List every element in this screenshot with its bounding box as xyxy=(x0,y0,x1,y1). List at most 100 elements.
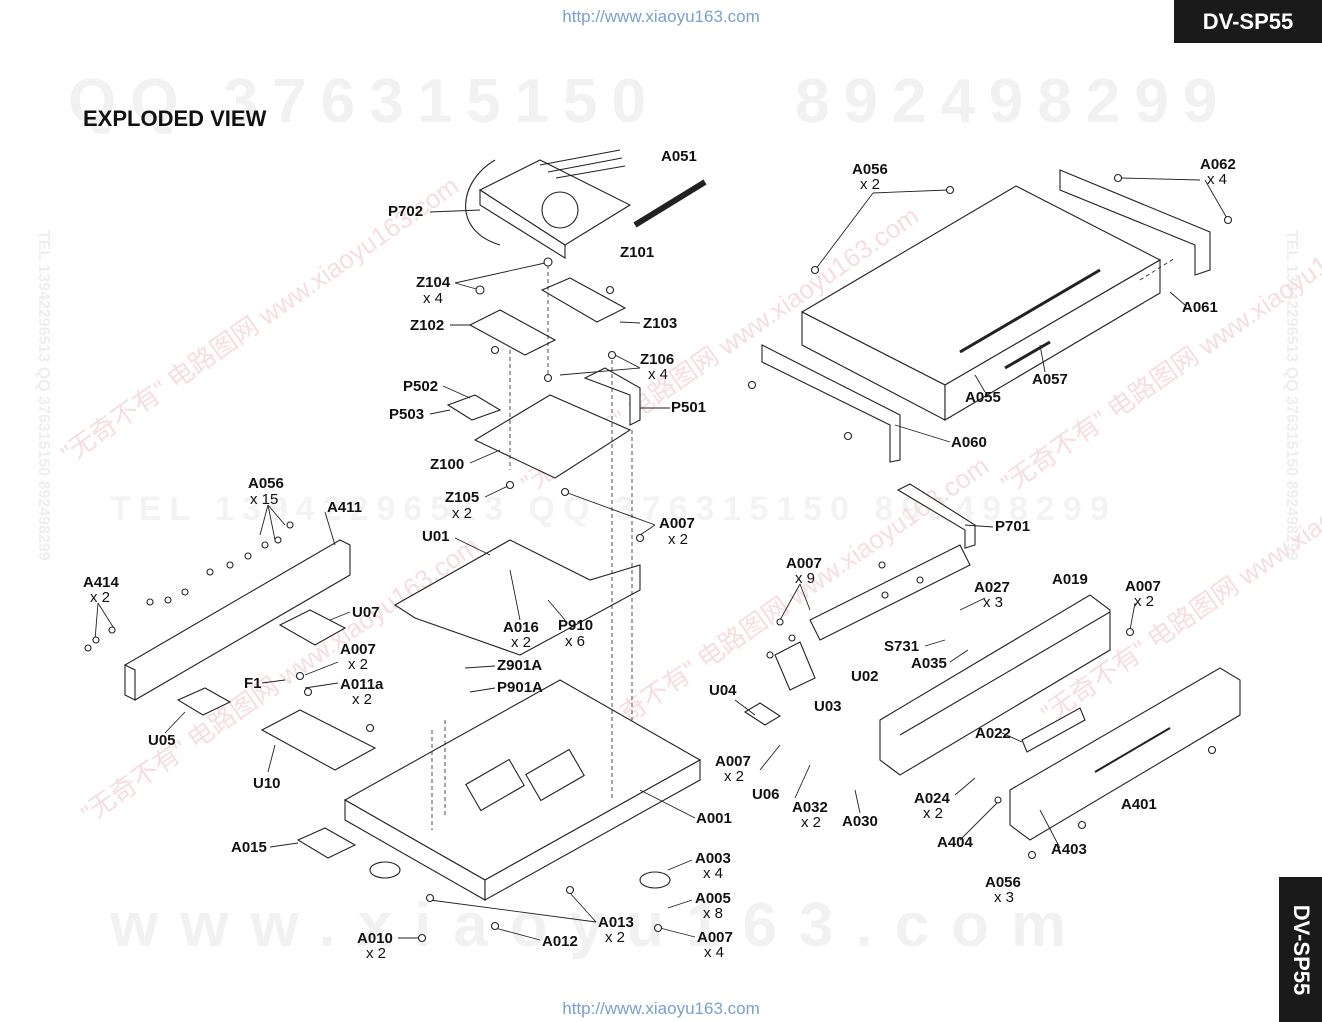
part-label-f1: F1 xyxy=(244,675,262,692)
sheet-a015 xyxy=(296,827,357,859)
part-label-a061: A061 xyxy=(1182,299,1218,316)
source-url-top[interactable]: http://www.xiaoyu163.com xyxy=(562,7,760,26)
flex-p701 xyxy=(896,483,976,549)
part-qty-p910: x 6 xyxy=(565,633,586,650)
traverse-mechanism-z101 xyxy=(478,149,632,259)
part-label-u07: U07 xyxy=(352,604,380,621)
part-label-z100: Z100 xyxy=(430,456,465,473)
part-qty-a007: x 2 xyxy=(348,656,369,673)
part-label-a012: A012 xyxy=(542,933,578,950)
model-tab-top: DV-SP55 xyxy=(1174,0,1322,43)
part-label-a051: A051 xyxy=(661,148,697,165)
part-label-a411: A411 xyxy=(327,499,363,516)
part-label-a401: A401 xyxy=(1121,796,1157,813)
side-bracket-a060 xyxy=(761,344,901,463)
part-qty-a027: x 3 xyxy=(983,594,1004,611)
part-qty-a056: x 2 xyxy=(860,176,881,193)
part-label-a403: A403 xyxy=(1051,841,1087,858)
part-label-a003: A003 xyxy=(695,850,731,867)
watermark-qq-b: 892498299 xyxy=(795,67,1232,136)
front-frame-a019 xyxy=(879,594,1111,776)
bracket-z102 xyxy=(468,309,557,356)
part-label-z102: Z102 xyxy=(410,317,445,334)
part-label-p701: P701 xyxy=(995,518,1031,535)
part-qty-z104: x 4 xyxy=(423,290,444,307)
part-qty-a013: x 2 xyxy=(605,929,626,946)
board-u07 xyxy=(278,609,347,646)
bracket-z103 xyxy=(540,277,627,323)
part-label-u10: U10 xyxy=(253,775,281,792)
part-label-a056: A056 xyxy=(248,475,284,492)
part-label-z901a: Z901A xyxy=(497,657,543,674)
model-tab-side: DV-SP55 xyxy=(1279,877,1322,1022)
top-cover-a055 xyxy=(800,185,1162,421)
part-label-p503: P503 xyxy=(389,406,425,423)
bottom-chassis-a001 xyxy=(343,679,702,901)
part-qty-a010: x 2 xyxy=(366,945,387,962)
part-label-u03: U03 xyxy=(814,698,842,715)
board-u05 xyxy=(176,687,232,716)
window-a022 xyxy=(1021,707,1086,753)
part-label-u04: U04 xyxy=(709,682,737,699)
part-qty-a007: x 2 xyxy=(668,531,689,548)
part-label-p901a: P901A xyxy=(497,679,543,696)
part-qty-a414: x 2 xyxy=(90,589,111,606)
part-qty-a005: x 8 xyxy=(703,905,724,922)
part-label-u02: U02 xyxy=(851,668,879,685)
part-label-u01: U01 xyxy=(422,528,450,545)
page-title: EXPLODED VIEW xyxy=(83,106,267,131)
part-label-s731: S731 xyxy=(884,638,920,655)
part-label-a007: A007 xyxy=(340,641,376,658)
part-qty-a007: x 2 xyxy=(724,768,745,785)
board-u10 xyxy=(260,709,377,771)
part-label-a056: A056 xyxy=(852,161,888,178)
part-label-a013: A013 xyxy=(598,914,634,931)
part-label-a005: A005 xyxy=(695,890,731,907)
board-u02 xyxy=(809,544,971,641)
part-label-a007: A007 xyxy=(659,515,695,532)
part-label-z105: Z105 xyxy=(445,489,480,506)
part-label-a035: A035 xyxy=(911,655,947,672)
part-label-a007: A007 xyxy=(697,929,733,946)
foot-a003-right xyxy=(639,871,671,889)
part-label-a011a: A011a xyxy=(340,676,384,693)
source-url-bottom[interactable]: http://www.xiaoyu163.com xyxy=(562,999,760,1018)
foot-a010-left xyxy=(369,861,401,879)
part-label-a027: A027 xyxy=(974,579,1010,596)
part-qty-a003: x 4 xyxy=(703,865,724,882)
part-label-a062: A062 xyxy=(1200,156,1236,173)
part-label-a022: A022 xyxy=(975,725,1011,742)
part-label-p501: P501 xyxy=(671,399,707,416)
part-label-a414: A414 xyxy=(83,574,119,591)
board-u03 xyxy=(774,641,816,691)
part-label-a007: A007 xyxy=(715,753,751,770)
part-label-a024: A024 xyxy=(914,790,950,807)
part-label-a055: A055 xyxy=(965,389,1001,406)
part-label-a057: A057 xyxy=(1032,371,1068,388)
part-label-a019: A019 xyxy=(1052,571,1088,588)
watermark-qq-a: QQ 376315150 xyxy=(68,67,661,136)
screws xyxy=(84,173,1233,943)
leader-lines xyxy=(94,177,1229,941)
part-label-a001: A001 xyxy=(696,810,732,827)
front-panel-a401 xyxy=(1009,667,1241,841)
part-qty-a011a: x 2 xyxy=(352,691,373,708)
part-qty-z105: x 2 xyxy=(452,505,473,522)
part-label-p702: P702 xyxy=(388,203,424,220)
part-label-z104: Z104 xyxy=(416,274,451,291)
shaft-a051 xyxy=(633,179,707,228)
part-qty-z106: x 4 xyxy=(648,366,669,383)
watermark-bottom: www.xiaoyu163.com xyxy=(110,891,1089,960)
part-label-a030: A030 xyxy=(842,813,878,830)
part-label-z103: Z103 xyxy=(643,315,678,332)
part-qty-a062: x 4 xyxy=(1207,171,1228,188)
part-label-p502: P502 xyxy=(403,378,439,395)
part-label-a016: A016 xyxy=(503,619,539,636)
part-label-a032: A032 xyxy=(792,799,828,816)
rear-bracket-a061 xyxy=(1059,169,1211,276)
part-label-z106: Z106 xyxy=(640,351,675,368)
part-label-a056: A056 xyxy=(985,874,1021,891)
part-qty-a032: x 2 xyxy=(801,814,822,831)
part-qty-a007: x 4 xyxy=(704,944,725,961)
